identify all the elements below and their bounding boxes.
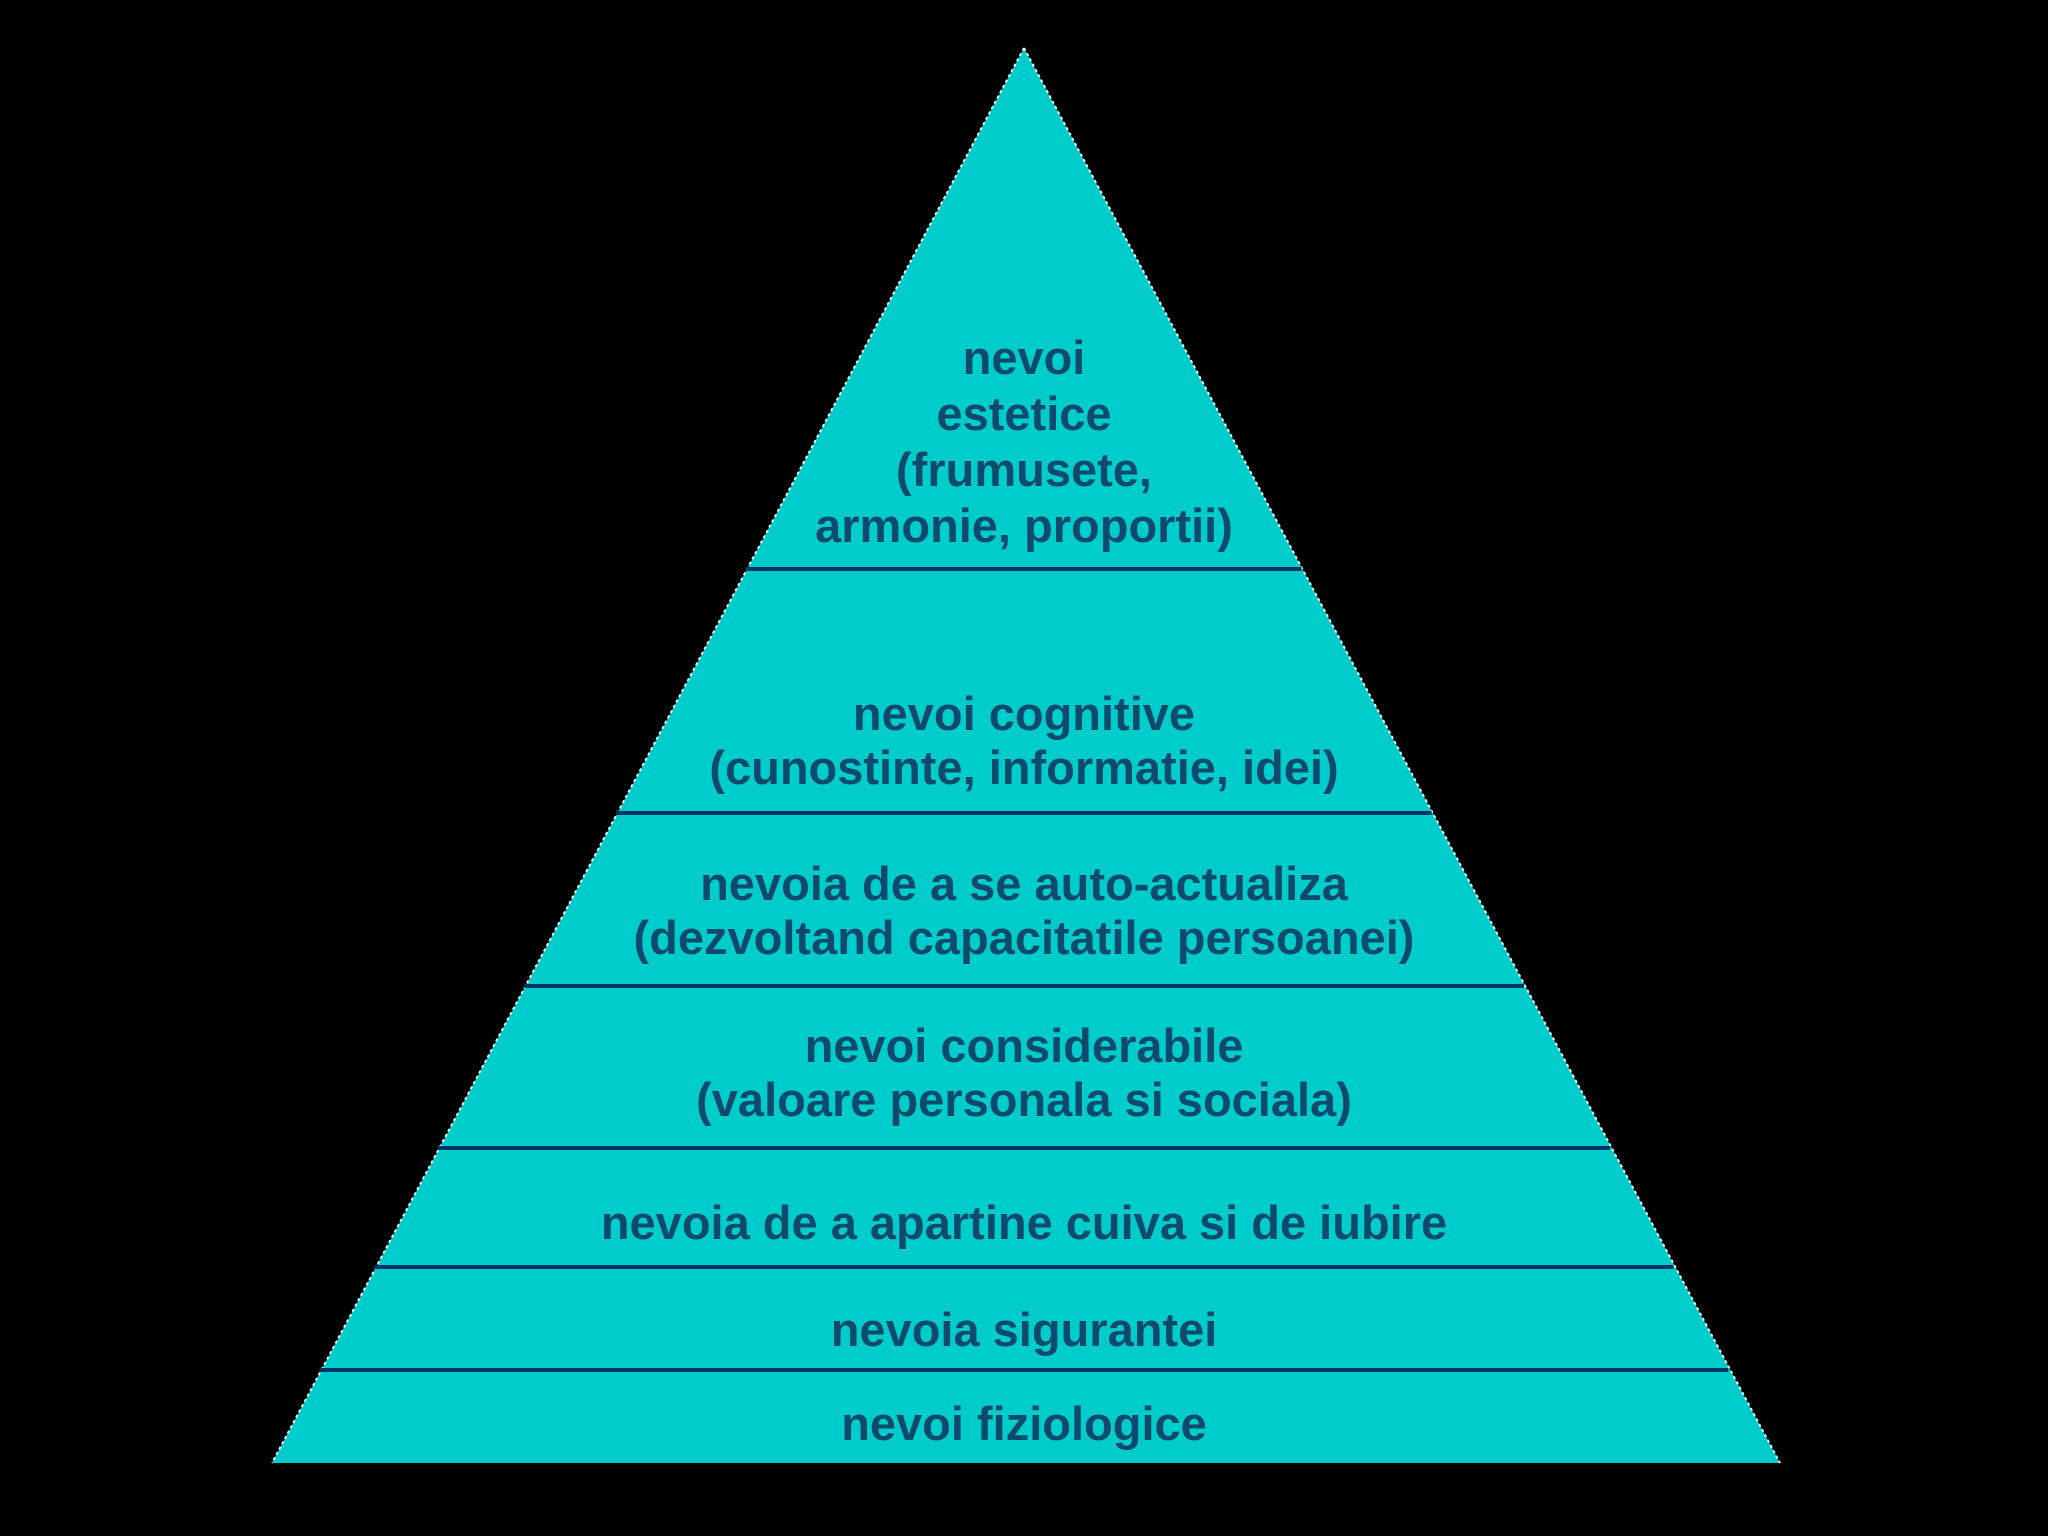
pyramid-level-physiological: nevoi fiziologice — [841, 1397, 1207, 1450]
pyramid-body — [272, 48, 1780, 1463]
level-label-line: (cunostinte, informatie, idei) — [709, 741, 1338, 794]
level-label-line: nevoi cognitive — [853, 687, 1195, 740]
level-label-line: (dezvoltand capacitatile persoanei) — [634, 911, 1415, 964]
level-dividers — [319, 567, 1729, 1372]
pyramid-level-belonging: nevoia de a apartine cuiva si de iubire — [601, 1196, 1447, 1249]
level-label-line: (frumusete, — [896, 443, 1152, 496]
pyramid-level-cognitive: nevoi cognitive(cunostinte, informatie, … — [709, 687, 1338, 794]
level-label-line: estetice — [936, 387, 1111, 440]
level-label-line: nevoi considerabile — [805, 1019, 1244, 1072]
level-label-line: nevoia de a apartine cuiva si de iubire — [601, 1196, 1447, 1249]
pyramid-level-self-actualization: nevoia de a se auto-actualiza(dezvoltand… — [634, 857, 1415, 964]
pyramid-level-safety: nevoia sigurantei — [831, 1303, 1218, 1356]
level-label-line: armonie, proportii) — [815, 499, 1233, 552]
level-label-line: nevoi fiziologice — [841, 1397, 1207, 1450]
pyramid-level-esteem: nevoi considerabile(valoare personala si… — [696, 1019, 1352, 1126]
level-label-line: nevoi — [963, 331, 1086, 384]
level-label-line: nevoia sigurantei — [831, 1303, 1218, 1356]
level-label-line: nevoia de a se auto-actualiza — [700, 857, 1349, 910]
level-label-line: (valoare personala si sociala) — [696, 1073, 1352, 1126]
